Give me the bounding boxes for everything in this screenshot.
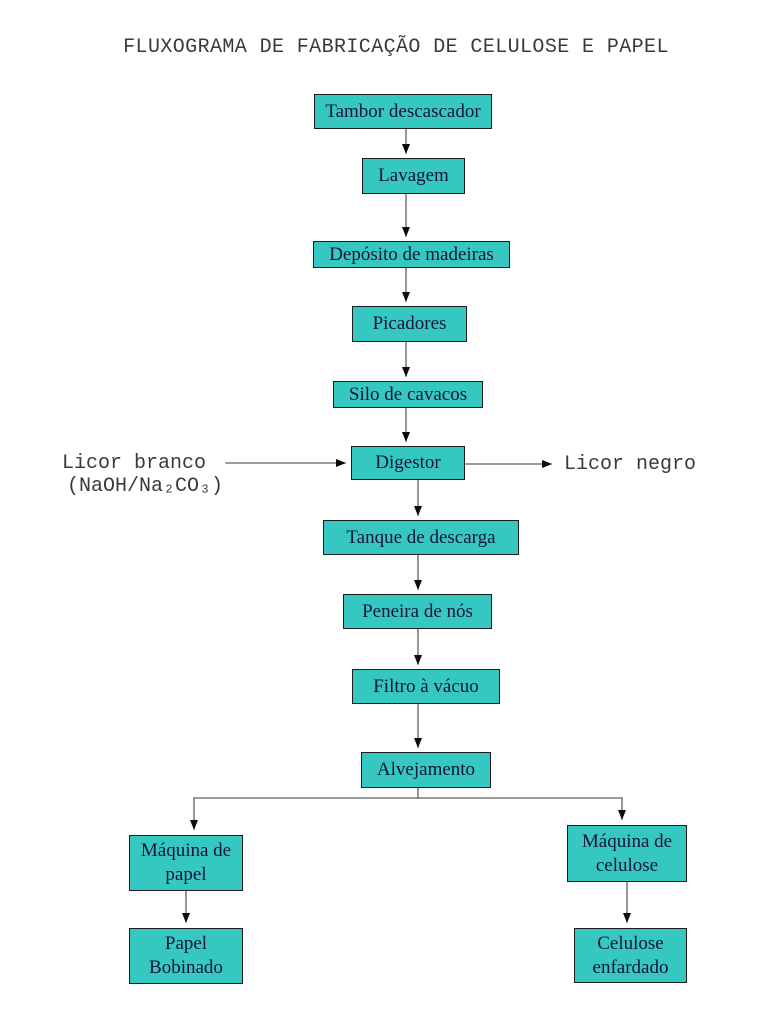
node-label: Celulose enfardado [592, 932, 669, 978]
node-label: Papel Bobinado [149, 933, 223, 978]
node-papel-bobinado: Papel Bobinado [129, 928, 243, 984]
node-label: Silo de cavacos [348, 383, 468, 405]
node-digestor: Digestor [351, 446, 465, 480]
node-label: Depósito de madeiras [329, 243, 494, 265]
node-label: Tambor descascador [325, 100, 481, 122]
licor-branco-label: Licor branco (NaOH/Na₂CO₃) [62, 452, 223, 498]
licor-branco-line1: Licor branco [62, 452, 207, 475]
node-label: Tanque de descarga [346, 526, 496, 548]
node-filtro-a-vacuo: Filtro à vácuo [352, 669, 500, 704]
node-label: Digestor [375, 452, 441, 473]
licor-negro-label: Licor negro [564, 453, 697, 476]
node-deposito-de-madeiras: Depósito de madeiras [313, 241, 510, 268]
node-peneira-de-nos: Peneira de nós [343, 594, 492, 629]
node-label: Peneira de nós [362, 600, 473, 622]
node-celulose-enfardado: Celulose enfardado [574, 928, 687, 983]
node-alvejamento: Alvejamento [361, 752, 491, 788]
node-label: Picadores [372, 313, 447, 334]
node-maquina-de-celulose: Máquina de celulose [567, 825, 687, 882]
node-picadores: Picadores [352, 306, 467, 342]
node-label: Máquina de papel [140, 840, 232, 885]
licor-branco-line2: (NaOH/Na₂CO₃) [67, 475, 224, 498]
node-label: Alvejamento [376, 759, 476, 780]
page-title: FLUXOGRAMA DE FABRICAÇÃO DE CELULOSE E P… [123, 36, 669, 59]
node-label: Filtro à vácuo [373, 675, 479, 697]
node-label: Máquina de celulose [581, 830, 673, 876]
node-tambor-descascador: Tambor descascador [314, 94, 492, 129]
node-maquina-de-papel: Máquina de papel [129, 835, 243, 891]
node-label: Lavagem [378, 165, 449, 186]
node-lavagem: Lavagem [362, 158, 465, 194]
node-tanque-de-descarga: Tanque de descarga [323, 520, 519, 555]
node-silo-de-cavacos: Silo de cavacos [333, 381, 483, 408]
